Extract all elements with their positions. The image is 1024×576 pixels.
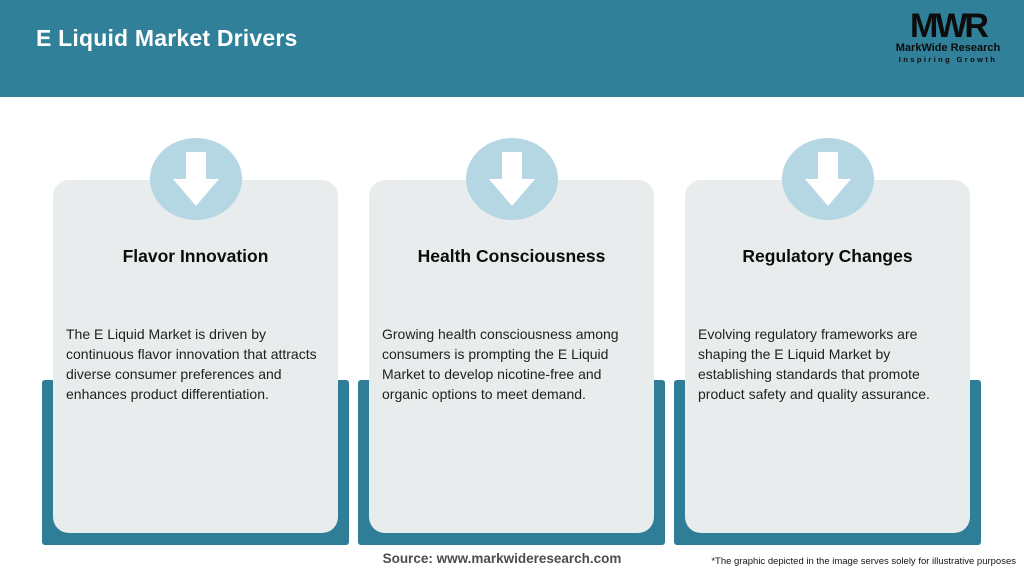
disclaimer-text: *The graphic depicted in the image serve… <box>711 556 1016 567</box>
icon-circle <box>150 138 242 220</box>
arrow-down-icon <box>173 152 219 206</box>
driver-card-flavor-innovation: Flavor Innovation The E Liquid Market is… <box>53 180 338 533</box>
arrow-down-icon <box>489 152 535 206</box>
icon-circle <box>782 138 874 220</box>
logo-name: MarkWide Research <box>895 42 1001 54</box>
source-text: Source: www.markwideresearch.com <box>382 551 622 566</box>
card-body-text: Evolving regulatory frameworks are shapi… <box>698 326 930 402</box>
card-title: Health Consciousness <box>417 246 606 266</box>
logo-tagline: Inspiring Growth <box>898 55 998 64</box>
card-title: Regulatory Changes <box>742 246 913 266</box>
page-title: E Liquid Market Drivers <box>36 25 298 51</box>
header-bar: E Liquid Market Drivers MWR MarkWide Res… <box>0 0 1024 97</box>
markwide-research-logo: MWR MarkWide Research Inspiring Growth <box>888 7 1008 64</box>
card-title: Flavor Innovation <box>122 246 269 266</box>
arrow-down-icon <box>805 152 851 206</box>
card-body-text: Growing health consciousness among consu… <box>382 326 619 402</box>
logo-acronym: MWR <box>910 7 989 45</box>
driver-card-regulatory-changes: Regulatory Changes Evolving regulatory f… <box>685 180 970 533</box>
icon-circle <box>466 138 558 220</box>
card-body-text: The E Liquid Market is driven by continu… <box>66 326 317 402</box>
driver-card-health-consciousness: Health Consciousness Growing health cons… <box>369 180 654 533</box>
